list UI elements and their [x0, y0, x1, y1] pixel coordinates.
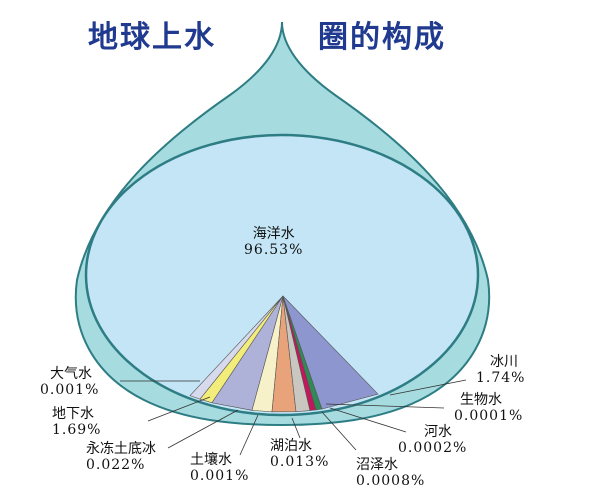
- label-atmosphere-value: 0.001%: [40, 382, 100, 398]
- label-soil: 土壤水 0.001%: [190, 452, 249, 484]
- label-glacier-value: 1.74%: [476, 370, 526, 386]
- label-ocean-value: 96.53%: [244, 242, 304, 258]
- label-lake-value: 0.013%: [270, 454, 330, 470]
- ocean-region: [84, 133, 480, 417]
- leader-glacier: [389, 379, 467, 396]
- leader-swamp: [321, 411, 357, 451]
- label-glacier: 冰川 1.74%: [476, 354, 525, 386]
- label-ocean-name: 海洋水: [252, 226, 295, 242]
- leader-soil: [239, 414, 259, 456]
- label-biological-name: 生物水: [460, 392, 502, 408]
- label-groundwater-value: 1.69%: [52, 422, 102, 438]
- label-river-value: 0.0002%: [398, 440, 468, 456]
- title-left: 地球上水: [88, 20, 216, 55]
- label-biological: 生物水 0.0001%: [454, 392, 523, 424]
- label-permafrost: 永冻土底冰 0.022%: [86, 441, 156, 473]
- label-river-name: 河水: [424, 424, 452, 440]
- wedge-glacier: [282, 295, 379, 410]
- label-permafrost-value: 0.022%: [86, 457, 146, 473]
- label-soil-value: 0.001%: [190, 468, 250, 484]
- label-soil-name: 土壤水: [190, 452, 232, 468]
- label-swamp-value: 0.0008%: [356, 473, 426, 489]
- label-atmosphere-name: 大气水: [50, 366, 92, 382]
- label-atmosphere: 大气水 0.001%: [40, 366, 99, 398]
- leader-lake: [291, 417, 301, 439]
- label-swamp: 沼泽水 0.0008%: [356, 457, 425, 489]
- label-river: 河水 0.0002%: [398, 424, 467, 456]
- leader-permafrost: [167, 409, 239, 449]
- label-lake: 湖泊水 0.013%: [270, 438, 329, 470]
- label-swamp-name: 沼泽水: [356, 457, 398, 473]
- leader-biological: [325, 403, 445, 409]
- label-biological-value: 0.0001%: [454, 408, 524, 424]
- label-lake-name: 湖泊水: [270, 438, 312, 454]
- leader-lines: [120, 379, 467, 456]
- title-right: 圈的构成: [318, 20, 446, 55]
- water-drop-diagram: [74, 21, 491, 456]
- label-permafrost-name: 永冻土底冰: [86, 441, 156, 457]
- label-ocean: 海洋水 96.53%: [244, 226, 303, 258]
- wedge-group: [189, 295, 379, 413]
- label-groundwater-name: 地下水: [52, 406, 94, 422]
- leader-groundwater: [147, 396, 211, 422]
- label-glacier-name: 冰川: [490, 354, 518, 370]
- leader-river: [329, 407, 407, 433]
- label-groundwater: 地下水 1.69%: [52, 406, 101, 438]
